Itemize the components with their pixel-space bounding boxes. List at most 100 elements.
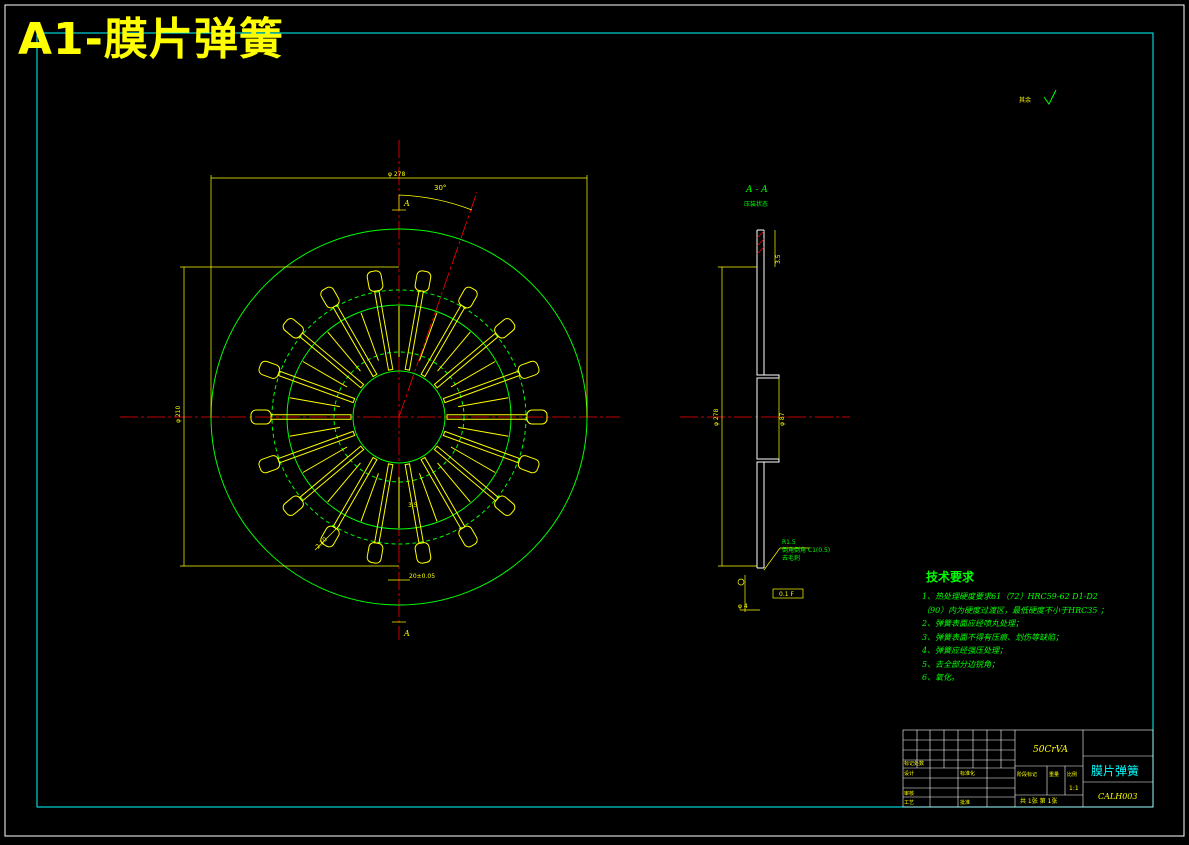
finger-slot-end	[494, 495, 516, 516]
tb-label-process: 工艺	[904, 800, 914, 806]
tech-line: 3、弹簧表面不得有压痕、划伤等缺陷；	[922, 632, 1064, 642]
title-block-grid	[902, 729, 1154, 808]
finger-slot	[442, 370, 521, 404]
tb-label-ratio: 比例	[1067, 771, 1077, 778]
finger-slot	[442, 430, 521, 464]
finger-slot-end	[494, 318, 516, 339]
finger-edge	[450, 446, 496, 473]
finger-slot-end	[458, 286, 478, 309]
finger-edge	[437, 462, 471, 503]
finger-slot	[420, 304, 466, 378]
finger-slot-end	[517, 360, 540, 379]
finger-slot-end	[320, 525, 340, 548]
finger-slot-end	[458, 525, 478, 548]
tb-label-design: 设计	[904, 770, 914, 777]
cut-mark-top: A	[403, 199, 410, 208]
finger-edge	[327, 462, 361, 503]
finger-slot-end	[282, 495, 304, 516]
dim-width: 3.5	[408, 502, 418, 509]
dim-angle: 30°	[434, 184, 446, 192]
hatch-marks	[756, 230, 765, 255]
tb-label-standard: 标准化	[960, 770, 975, 777]
section-inner-dim: φ 87	[779, 412, 786, 426]
centerlines	[120, 140, 850, 640]
tech-requirements-title: 技术要求	[926, 570, 975, 584]
inner-border	[36, 32, 1154, 808]
tb-part-name: 膜片弹簧	[1091, 763, 1139, 778]
dim-inner-span: φ 210	[175, 406, 182, 424]
finger-edge	[419, 312, 438, 361]
section-note-3: 去毛刺	[782, 554, 800, 562]
tb-label-review: 审核	[904, 790, 914, 797]
finger-slot	[433, 445, 500, 502]
section-note-2: 倒角倒角 C1(0.5)	[782, 546, 830, 554]
finger-slot-end	[282, 318, 304, 339]
finger-slot-end	[366, 270, 384, 292]
finger-edge	[360, 312, 379, 361]
finger-slot	[332, 304, 378, 378]
finger-slot-end	[526, 409, 548, 425]
tb-label-stage: 阶段标记	[1017, 771, 1037, 778]
finger-slot-end	[414, 270, 432, 292]
finger-slot	[277, 370, 356, 404]
section-title: A - A	[745, 185, 768, 195]
tb-label-approve: 批准	[960, 799, 970, 806]
section-tolerance: 0.1 F	[779, 591, 794, 598]
finger-slot-end	[250, 409, 272, 425]
section-view-drawing	[756, 229, 780, 569]
finger-edge	[289, 397, 340, 408]
dim-outer-diameter: φ 278	[388, 171, 406, 178]
finger-slot-end	[320, 286, 340, 309]
finger-edge	[458, 397, 509, 408]
finger-slot	[298, 445, 365, 502]
finger-edge	[437, 331, 471, 372]
tb-scale: 1:1	[1069, 785, 1079, 792]
tech-line: 4、弹簧应经强压处理；	[922, 646, 1008, 655]
tech-line: 1、热处理硬度要求61（72）HRC59-62 D1-D2	[922, 592, 1098, 601]
tb-sheet: 共 1张 第 1张	[1020, 797, 1057, 805]
section-dimensions	[718, 230, 810, 612]
roughness-symbol	[1043, 89, 1057, 105]
section-note-1: R1.5	[782, 539, 796, 546]
finger-slots	[250, 270, 548, 564]
finger-edge	[360, 473, 379, 522]
finger-edge	[302, 446, 348, 473]
tb-drawing-no: CALH003	[1098, 792, 1137, 801]
finger-slot-end	[414, 542, 432, 564]
section-thickness-dim: 3.5	[775, 254, 782, 264]
finger-slot	[433, 332, 500, 389]
finger-slot-end	[258, 360, 281, 379]
finger-slot	[298, 332, 365, 389]
section-subtitle: 压装状态	[744, 200, 768, 208]
tech-line: 2、弹簧表面应经喷丸处理；	[922, 619, 1024, 628]
finger-slot	[420, 456, 466, 530]
tech-line: （90）内为硬度过渡区，最低硬度不小于HRC35 ；	[922, 605, 1109, 615]
tech-line: 6、氧化。	[922, 673, 960, 682]
finger-edge	[302, 361, 348, 388]
finger-slot	[332, 456, 378, 530]
cut-mark-bottom: A	[403, 629, 410, 638]
finger-edge	[327, 331, 361, 372]
tb-material: 50CrVA	[1033, 745, 1069, 755]
finger-slot-end	[366, 542, 384, 564]
tech-line: 5、去全部分边锐角；	[922, 659, 1000, 669]
roughness-label: 其余	[1019, 96, 1031, 104]
finger-edge	[289, 426, 340, 437]
finger-slot	[277, 430, 356, 464]
tb-label-weight: 重量	[1049, 771, 1059, 778]
dimension-lines	[180, 175, 588, 623]
outer-border	[4, 4, 1185, 837]
dim-slot: 20±0.05	[409, 573, 435, 580]
section-height-dim: φ 278	[713, 409, 720, 427]
tb-label-mark: 标记处数	[904, 760, 924, 767]
finger-edge	[458, 426, 509, 437]
section-lower-dim: φ 4	[738, 603, 748, 610]
finger-edge	[419, 473, 438, 522]
finger-edge	[450, 361, 496, 388]
tech-requirements-list: 1、热处理硬度要求61（72）HRC59-62 D1-D2 （90）内为硬度过渡…	[922, 590, 1108, 685]
drawing-title: A1-膜片弹簧	[18, 14, 284, 65]
finger-slot-end	[517, 455, 540, 474]
finger-slot-end	[258, 455, 281, 474]
